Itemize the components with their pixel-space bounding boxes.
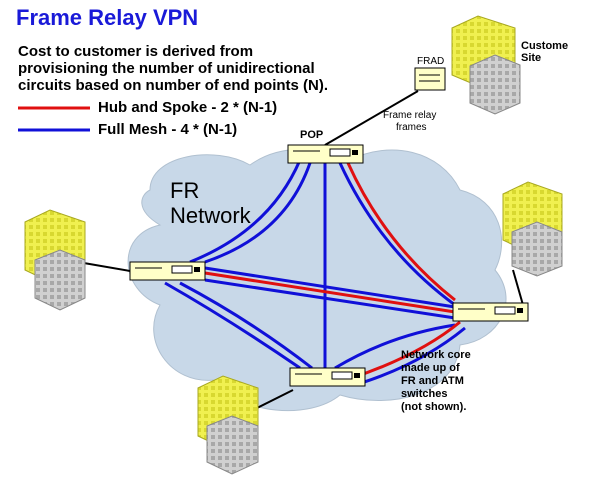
description-line-3: circuits based on number of end points (… — [18, 77, 329, 94]
access-line-bottom — [252, 389, 294, 411]
hub-and-spoke-circuits — [204, 162, 461, 380]
full-mesh-circuits — [164, 159, 466, 387]
network-core-label-5: (not shown). — [401, 401, 467, 413]
building-left — [24, 209, 86, 311]
frad-device — [414, 67, 446, 91]
mesh-left-bottom-1 — [164, 281, 301, 370]
pop-label: POP — [300, 129, 324, 141]
spoke-left-right — [204, 271, 456, 314]
building-customer-site — [451, 15, 521, 115]
building-right — [502, 181, 563, 277]
fr-switch-left — [129, 261, 206, 281]
fr-switch-pop — [287, 144, 364, 164]
frame-relay-frames-label-2: frames — [396, 122, 427, 133]
mesh-left-bottom-2 — [179, 281, 313, 370]
spoke-bottom-right — [351, 320, 461, 380]
access-links — [77, 90, 526, 411]
mesh-pop-right — [338, 162, 456, 307]
mesh-pop-left — [189, 159, 302, 264]
frame-relay-frames-label-1: Frame relay — [383, 110, 437, 121]
customer-site-label-2: Site — [521, 52, 542, 64]
network-core-label-4: switches — [401, 388, 448, 400]
mesh-left-right-2 — [204, 278, 456, 320]
description-line-1: Cost to customer is derived from — [18, 43, 254, 60]
mesh-bottom-right — [354, 326, 466, 387]
mesh-right-bottom — [334, 323, 456, 370]
network-core-label-3: FR and ATM — [401, 375, 464, 387]
cloud-label-line-2: Network — [170, 203, 251, 228]
access-line-pop-frad — [324, 90, 419, 146]
cloud-label-line-1: FR — [170, 178, 200, 203]
network-core-label-2: made up of — [401, 362, 460, 374]
cloud-label: FR Network — [170, 178, 251, 228]
frad-label: FRAD — [417, 56, 445, 67]
access-line-left — [77, 261, 131, 272]
description-line-2: provisioning the number of unidirectiona… — [18, 60, 315, 77]
mesh-left-right-1 — [204, 266, 456, 309]
mesh-left-pop — [204, 162, 312, 264]
diagram-title: Frame Relay VPN — [16, 5, 199, 30]
fr-switch-bottom — [289, 367, 366, 387]
legend-label-full-mesh: Full Mesh - 4 * (N-1) — [98, 121, 238, 138]
spoke-pop-right — [346, 162, 456, 302]
network-core-label-1: Network core — [401, 349, 471, 361]
legend-swatches — [18, 106, 90, 132]
legend-label-hub-spoke: Hub and Spoke - 2 * (N-1) — [98, 99, 278, 116]
fr-switch-right — [452, 302, 529, 322]
building-bottom — [197, 375, 259, 475]
customer-site-label-1: Custome — [521, 40, 569, 52]
